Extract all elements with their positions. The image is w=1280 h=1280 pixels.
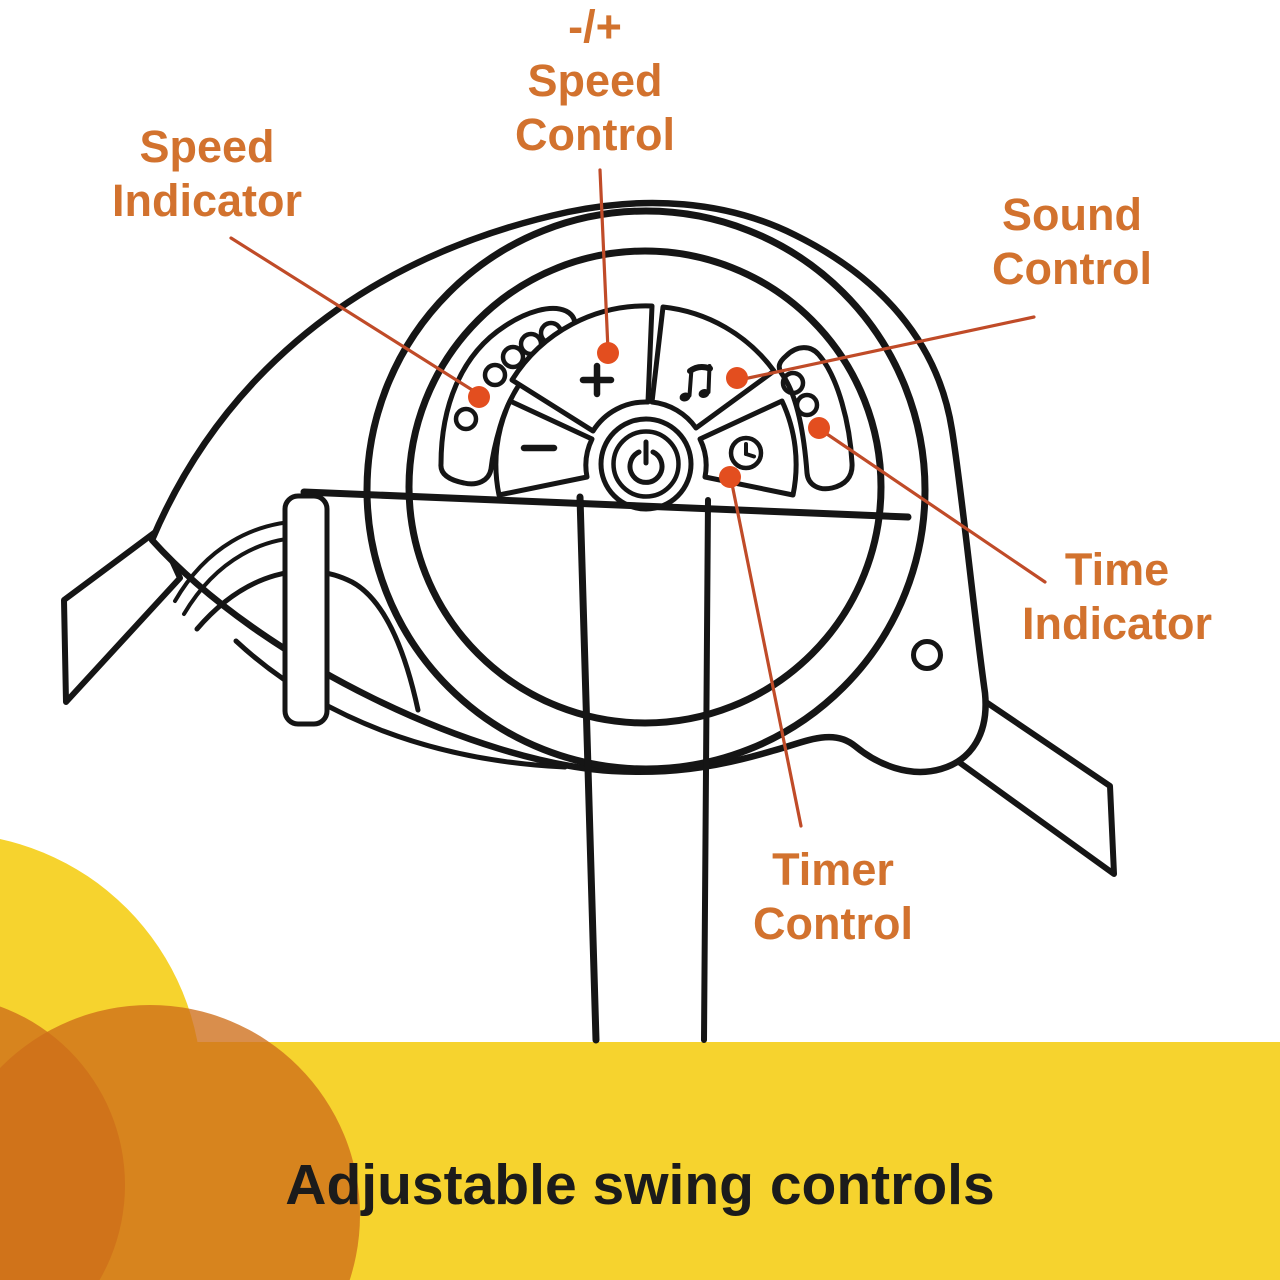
speed-dot-4 bbox=[500, 344, 526, 370]
speed-decrease-button bbox=[493, 398, 595, 498]
speed-indicator-marker-dot bbox=[468, 386, 490, 408]
orange-accent-circle-small bbox=[0, 1006, 125, 1280]
banner-title: Adjustable swing controls bbox=[285, 1153, 995, 1217]
timer-control-marker-dot bbox=[719, 466, 741, 488]
seat-cross-bar bbox=[300, 488, 912, 521]
dial-inner-ring bbox=[405, 247, 885, 727]
callout-speed-control: -/+ Speed Control bbox=[515, 0, 675, 162]
front-leg-right-line bbox=[701, 497, 711, 1043]
callout-line: Indicator bbox=[1021, 598, 1213, 649]
callout-timer-control: Timer Control bbox=[753, 843, 913, 951]
seat-back-frame bbox=[282, 493, 330, 727]
callout-speed-indicator: Speed Indicator bbox=[112, 120, 302, 228]
time-indicator-leader bbox=[819, 428, 1047, 584]
callout-line: Time bbox=[1064, 544, 1170, 595]
callout-line: Control bbox=[992, 243, 1152, 294]
front-leg-left-line bbox=[576, 493, 600, 1044]
dial-outer-ring bbox=[363, 207, 929, 773]
callout-line: Indicator bbox=[111, 175, 303, 226]
callout-line: Timer bbox=[772, 844, 894, 895]
speed-dot-3 bbox=[482, 362, 508, 388]
speed-dot-1 bbox=[453, 406, 479, 432]
callout-time-indicator: Time Indicator bbox=[1022, 543, 1212, 651]
callout-sound-control: Sound Control bbox=[992, 188, 1152, 296]
callout-line: Control bbox=[753, 898, 913, 949]
time-dot-1 bbox=[780, 370, 806, 396]
clock-icon bbox=[728, 435, 764, 471]
callout-line: Speed bbox=[139, 121, 275, 172]
sound-control-marker-dot bbox=[726, 367, 748, 389]
recline-hinge-button bbox=[911, 639, 943, 671]
speed-indicator-leader bbox=[229, 236, 479, 395]
callout-line: Sound bbox=[1002, 189, 1142, 240]
canopy-fold-arc-3 bbox=[194, 568, 421, 713]
speed-control-leader bbox=[598, 168, 610, 352]
callout-line: -/+ bbox=[568, 1, 622, 52]
power-button bbox=[598, 416, 694, 512]
timer-control-leader bbox=[729, 477, 803, 828]
callout-line: Control bbox=[515, 109, 675, 160]
power-icon bbox=[627, 439, 665, 485]
sound-button bbox=[649, 304, 777, 431]
plus-icon bbox=[579, 362, 615, 398]
sound-control-leader bbox=[737, 315, 1036, 382]
callout-marker-dots bbox=[468, 342, 830, 488]
callout-line: Speed bbox=[527, 55, 663, 106]
time-indicator-marker-dot bbox=[808, 417, 830, 439]
callout-leader-lines bbox=[229, 168, 1047, 828]
music-note-icon bbox=[679, 364, 713, 402]
speed-control-marker-dot bbox=[597, 342, 619, 364]
swing-housing-outline bbox=[148, 199, 989, 776]
time-dot-2 bbox=[794, 392, 820, 418]
seat-bottom-curve bbox=[233, 638, 568, 770]
